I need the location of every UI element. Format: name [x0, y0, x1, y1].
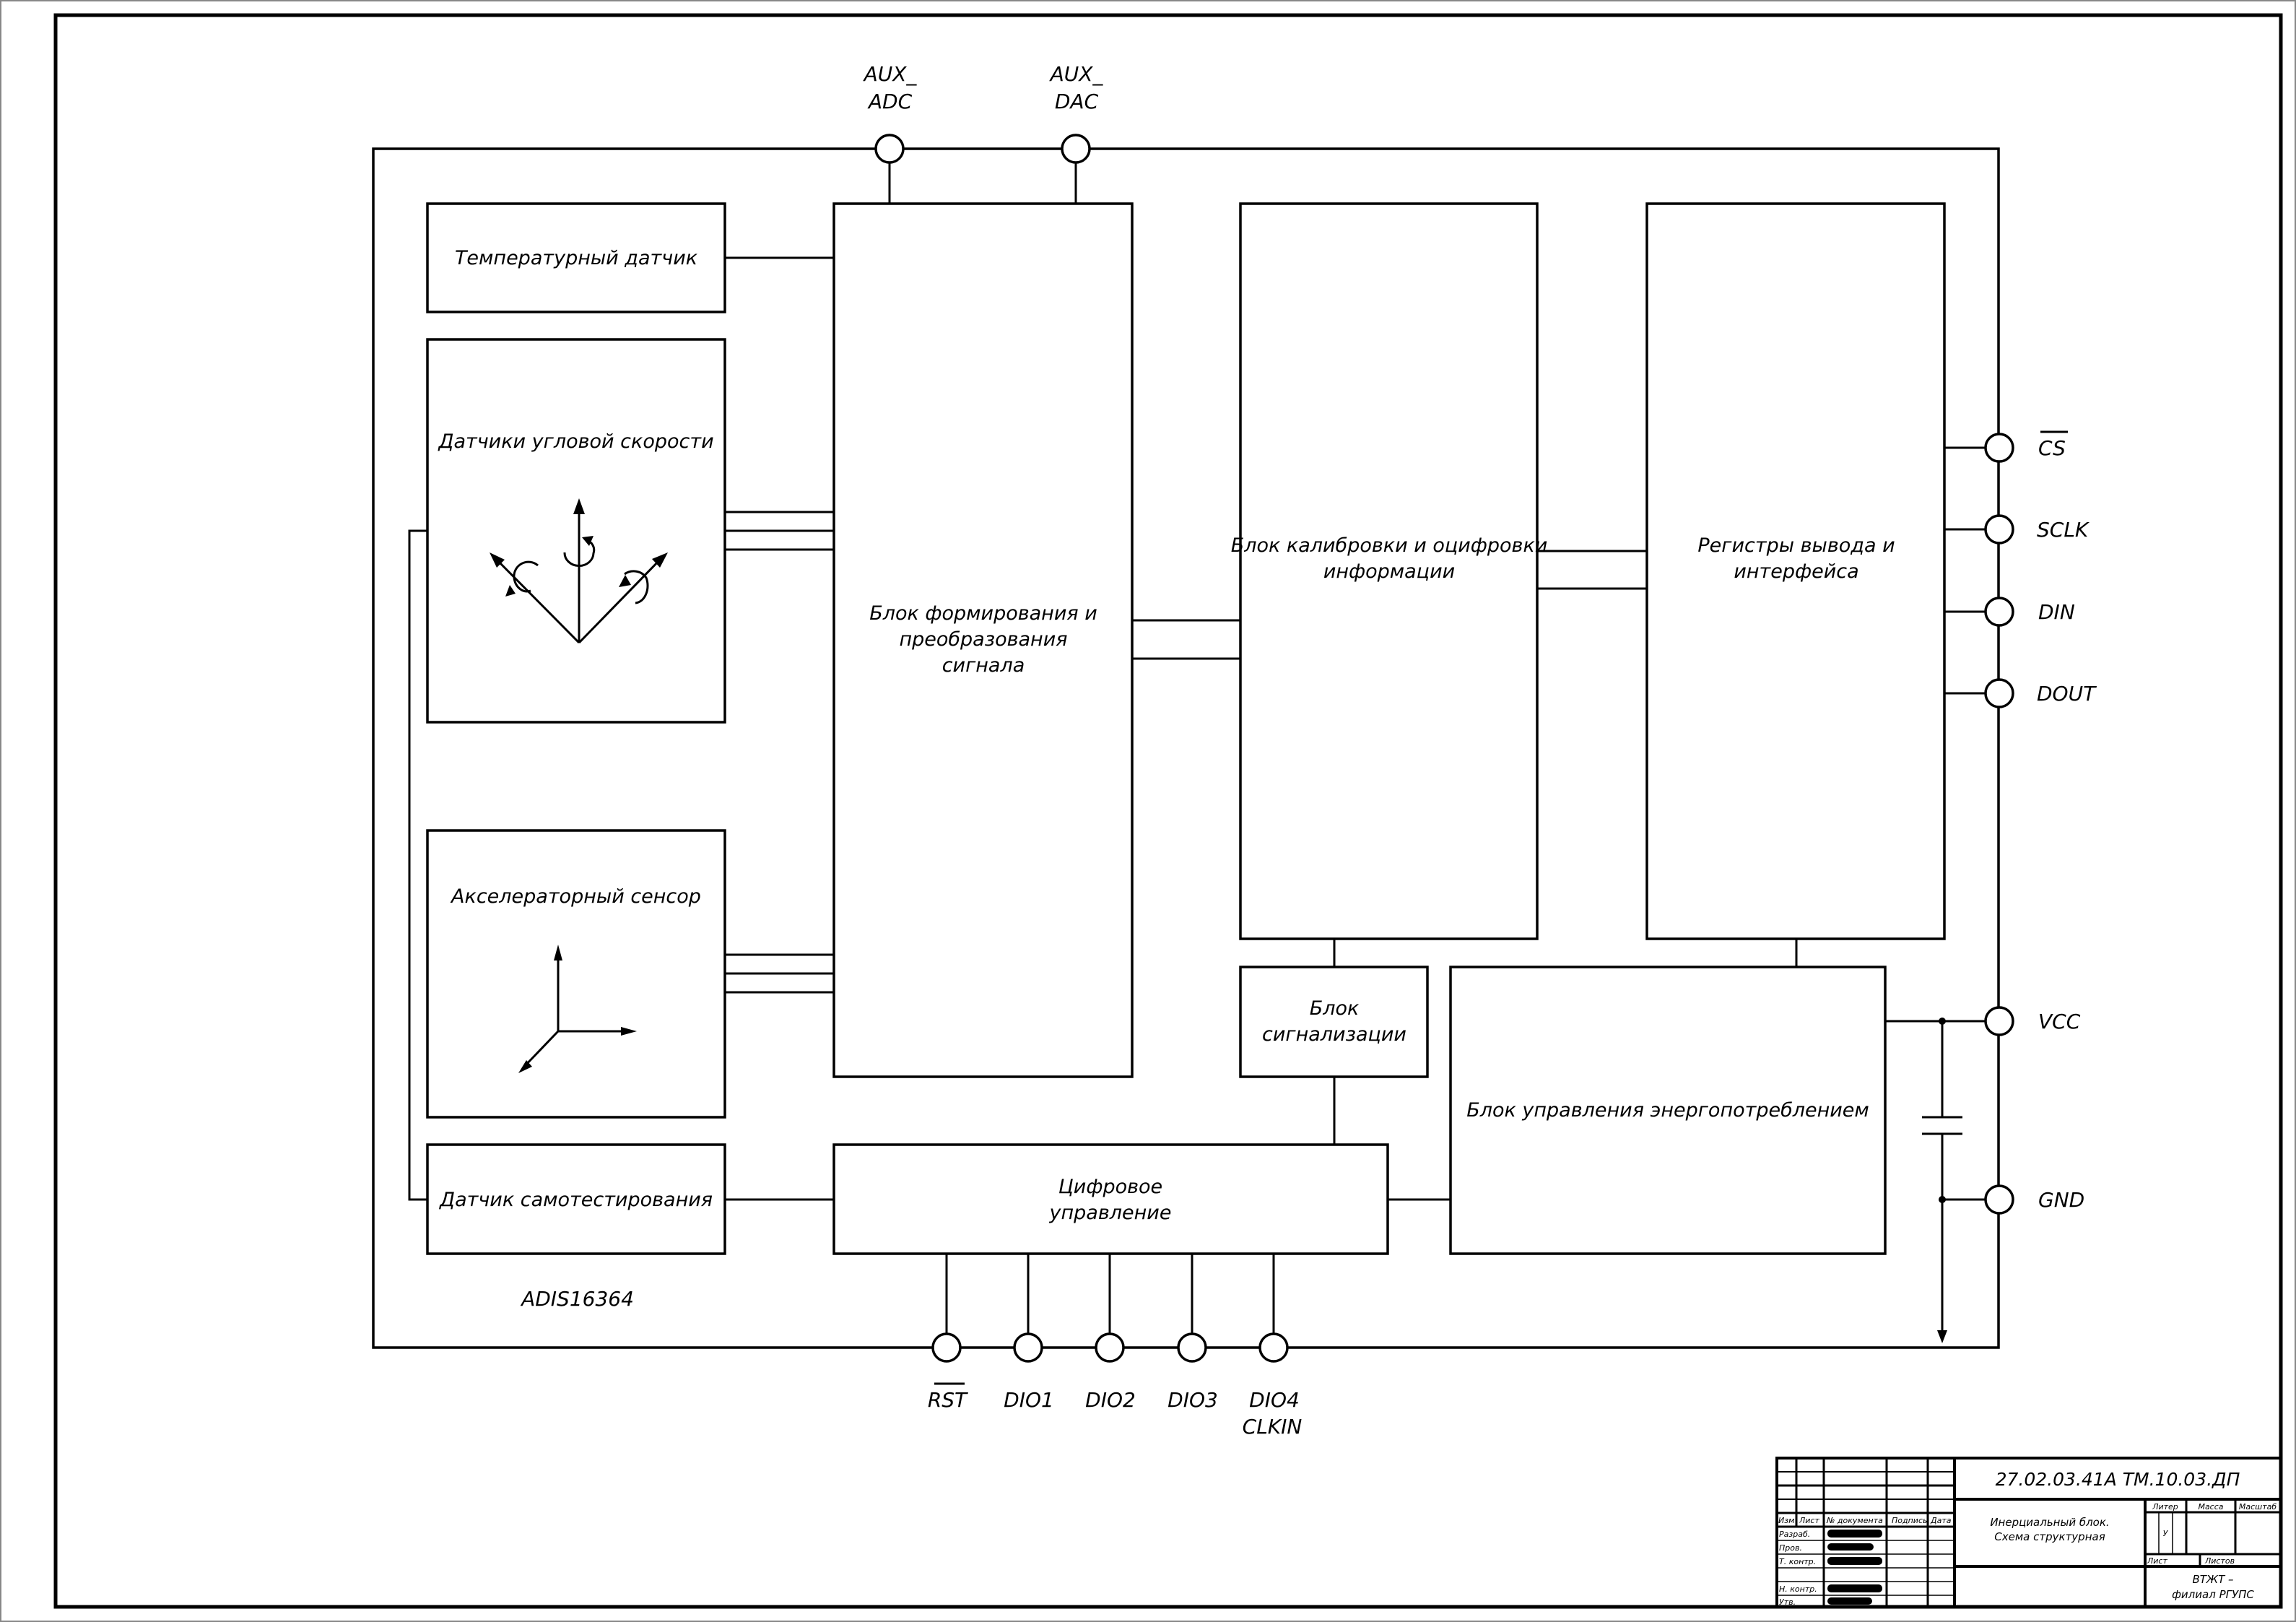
pin-label-rst: RST: [928, 1388, 968, 1412]
decoupling-capacitor-icon: [1922, 1018, 1962, 1343]
pin-sclk: [1984, 514, 2014, 545]
angular-rate-sensors-block: Датчики угловой скорости: [426, 338, 726, 724]
pin-label-din: DIN: [2038, 600, 2075, 624]
header-sheet: Лист: [1799, 1516, 1819, 1525]
document-code: 27.02.03.41А ТМ.10.03.ДП: [1996, 1469, 2240, 1490]
temperature-sensor-label: Температурный датчик: [455, 247, 698, 269]
header-mass: Масса: [2198, 1502, 2223, 1512]
accelerometer-sensor-block: Акселераторный сенсор: [426, 829, 726, 1119]
pin-label-aux-dac-2: DAC: [1055, 90, 1099, 113]
pin-label-vcc: VCC: [2038, 1010, 2081, 1033]
header-sheet-no: Лист: [2147, 1556, 2167, 1566]
drawing-frame: [53, 13, 2283, 1609]
power-management-block: Блок управления энергопотреблением: [1449, 966, 1887, 1255]
pin-label-sclk: SCLK: [2037, 518, 2090, 542]
pin-label-aux-adc-1: AUX_: [863, 62, 918, 86]
signal-conditioning-block: Блок формирования и преобразования сигна…: [832, 202, 1134, 1078]
redaction-marks: [1827, 1530, 1882, 1605]
pin-label-aux-adc-2: ADC: [867, 90, 913, 113]
pin-label-gnd: GND: [2038, 1188, 2084, 1212]
header-letter: Литер: [2152, 1502, 2178, 1512]
calibration-block: Блок калибровки и оцифровки информации: [1231, 202, 1548, 940]
role-checker: Пров.: [1779, 1543, 1802, 1553]
pin-label-dout: DOUT: [2037, 682, 2097, 706]
pin-label-dio3: DIO3: [1167, 1388, 1218, 1412]
output-registers-label-2: интерфейса: [1734, 560, 1858, 583]
pin-dio2: [1095, 1332, 1125, 1363]
digital-control-label-1: Цифровое: [1058, 1176, 1162, 1198]
pin-dio1: [1013, 1332, 1043, 1363]
output-registers-label-1: Регистры вывода и: [1697, 534, 1895, 557]
pin-cs: [1984, 433, 2014, 463]
calibration-label-2: информации: [1323, 560, 1455, 583]
pin-label-dio4: DIO4: [1249, 1388, 1300, 1412]
header-signature: Подпись: [1892, 1516, 1927, 1525]
pin-rst: [931, 1332, 962, 1363]
organization-2: филиал РГУПС: [2172, 1588, 2254, 1601]
accel-axes-icon: [518, 945, 637, 1073]
digital-control-block: Цифровое управление: [832, 1143, 1389, 1255]
gyro-axes-icon: [490, 498, 668, 644]
letter-value: У: [2163, 1529, 2169, 1538]
digital-control-label-2: управление: [1049, 1202, 1172, 1224]
self-test-sensor-label: Датчик самотестирования: [439, 1189, 713, 1211]
pin-label-dio2: DIO2: [1085, 1388, 1136, 1412]
self-test-sensor-block: Датчик самотестирования: [426, 1143, 726, 1255]
role-tech-control: Т. контр.: [1779, 1557, 1816, 1566]
title-block: 27.02.03.41А ТМ.10.03.ДП Инерциальный бл…: [1775, 1457, 2282, 1608]
pin-din: [1984, 597, 2014, 627]
alarm-block: Блок сигнализации: [1239, 966, 1429, 1078]
pin-gnd: [1984, 1184, 2014, 1215]
role-norm-control: Н. контр.: [1779, 1584, 1817, 1594]
alarm-block-label-1: Блок: [1310, 997, 1360, 1020]
document-title-1: Инерциальный блок.: [1990, 1516, 2109, 1529]
angular-rate-sensors-label: Датчики угловой скорости: [438, 430, 713, 453]
header-change: Изм: [1778, 1516, 1794, 1525]
pin-dio3: [1177, 1332, 1207, 1363]
signal-conditioning-label-2: преобразования: [899, 628, 1067, 651]
pin-label-cs: CS: [2038, 436, 2066, 460]
power-management-label: Блок управления энергопотреблением: [1466, 1099, 1869, 1122]
document-title-2: Схема структурная: [1994, 1530, 2105, 1543]
organization-1: ВТЖТ –: [2192, 1573, 2233, 1586]
header-scale: Масштаб: [2239, 1502, 2277, 1512]
pin-aux-adc: [874, 134, 905, 164]
header-doc-number: № документа: [1826, 1516, 1883, 1525]
role-developer: Разраб.: [1779, 1530, 1810, 1539]
header-date: Дата: [1930, 1516, 1952, 1525]
pin-label-clkin: CLKIN: [1243, 1415, 1303, 1439]
accelerometer-sensor-label: Акселераторный сенсор: [450, 885, 701, 908]
signal-conditioning-label-3: сигнала: [942, 654, 1025, 677]
chip-name-label: ADIS16364: [520, 1287, 634, 1311]
connection-lines: [408, 162, 1986, 1334]
alarm-block-label-2: сигнализации: [1262, 1023, 1406, 1046]
signal-conditioning-label-1: Блок формирования и: [869, 602, 1097, 625]
calibration-label-1: Блок калибровки и оцифровки: [1231, 534, 1548, 557]
pin-aux-dac: [1061, 134, 1091, 164]
header-sheets-total: Листов: [2204, 1556, 2235, 1566]
pin-label-dio1: DIO1: [1004, 1388, 1054, 1412]
pin-vcc: [1984, 1006, 2014, 1036]
temperature-sensor-block: Температурный датчик: [426, 202, 726, 313]
pins: [874, 134, 2014, 1363]
chip-outline: [372, 147, 2000, 1349]
role-approved: Утв.: [1779, 1597, 1796, 1607]
pin-dout: [1984, 678, 2014, 708]
pin-label-aux-dac-1: AUX_: [1049, 62, 1104, 86]
pin-dio4: [1258, 1332, 1289, 1363]
output-registers-block: Регистры вывода и интерфейса: [1645, 202, 1946, 940]
